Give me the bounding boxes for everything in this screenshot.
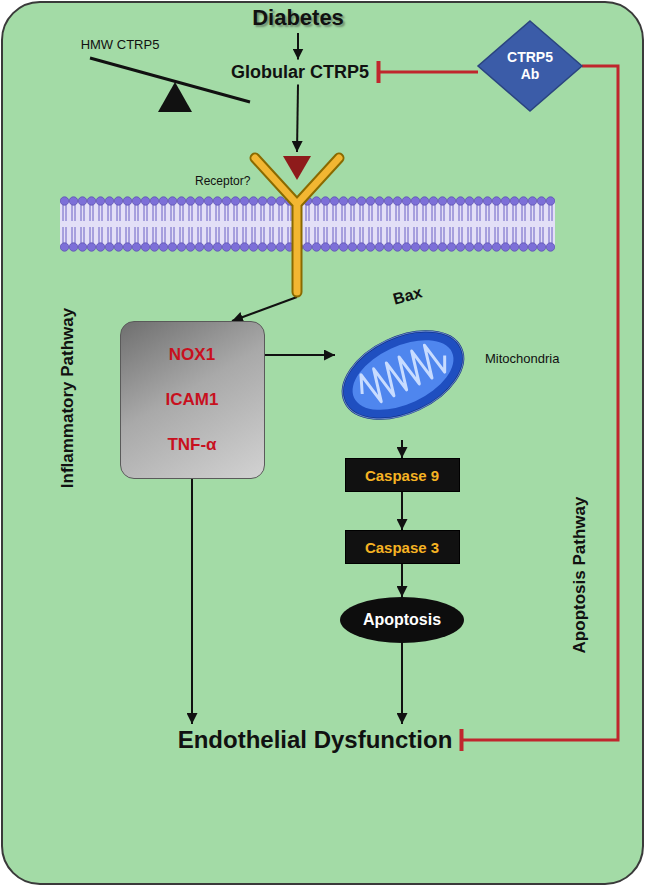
node-subtext: TNF-α <box>167 435 216 455</box>
node-text: Globular CTRP5 <box>231 62 369 83</box>
lipid-bilayer <box>60 196 555 252</box>
node-text: Receptor? <box>195 174 250 188</box>
arrow-connector <box>401 440 403 458</box>
ligand-label: Globular CTRP5 <box>227 60 374 85</box>
arrow-connector <box>297 33 299 60</box>
outcome-title: Endothelial Dysfunction <box>174 724 457 756</box>
pathway-label: Inflammatory Pathway <box>58 308 78 488</box>
inhibition-line <box>462 66 619 740</box>
inhibition-line <box>379 71 479 74</box>
node-text: NOX1 <box>169 345 215 365</box>
pathway-label: Apoptosis Pathway <box>570 497 590 654</box>
inhibition-bar <box>460 729 464 751</box>
arrow-connector <box>232 297 297 321</box>
antibody-diamond: CTRP5 Ab <box>478 21 582 111</box>
arrow-connector <box>401 643 403 724</box>
caspase-box: Caspase 9 <box>345 458 460 492</box>
mito-outline <box>335 285 600 440</box>
receptor-symbol: Receptor? <box>195 152 345 297</box>
node-text: Diabetes <box>252 5 344 31</box>
node-text: Apoptosis <box>363 611 441 629</box>
node-text: Caspase 9 <box>365 467 439 484</box>
condition-title: Diabetes <box>248 3 348 33</box>
node-subtext: Mitochondria <box>485 351 559 366</box>
arrow-connector <box>401 564 403 597</box>
caspase-box: Caspase 3 <box>345 530 460 564</box>
mitochondrion-figure: BaxMitochondria <box>335 285 600 440</box>
inhibition-bar <box>377 61 381 83</box>
node-text: Caspase 3 <box>365 539 439 556</box>
arrow-connector <box>191 479 193 724</box>
arrow-connector <box>297 85 298 153</box>
apoptosis-ellipse: Apoptosis <box>340 597 464 643</box>
seesaw-fulcrum <box>158 82 192 112</box>
arrow-connector <box>401 492 403 530</box>
node-text: Bax <box>391 284 424 309</box>
arrow-connector <box>265 354 336 356</box>
isoform-label: HMW CTRP5 <box>81 37 160 52</box>
node-subtext: ICAM1 <box>166 390 219 410</box>
node-text: CTRP5 Ab <box>499 49 561 83</box>
inflammation-box: NOX1ICAM1TNF-α <box>120 321 265 479</box>
receptor-outline <box>195 152 345 297</box>
node-text: Endothelial Dysfunction <box>178 726 453 754</box>
